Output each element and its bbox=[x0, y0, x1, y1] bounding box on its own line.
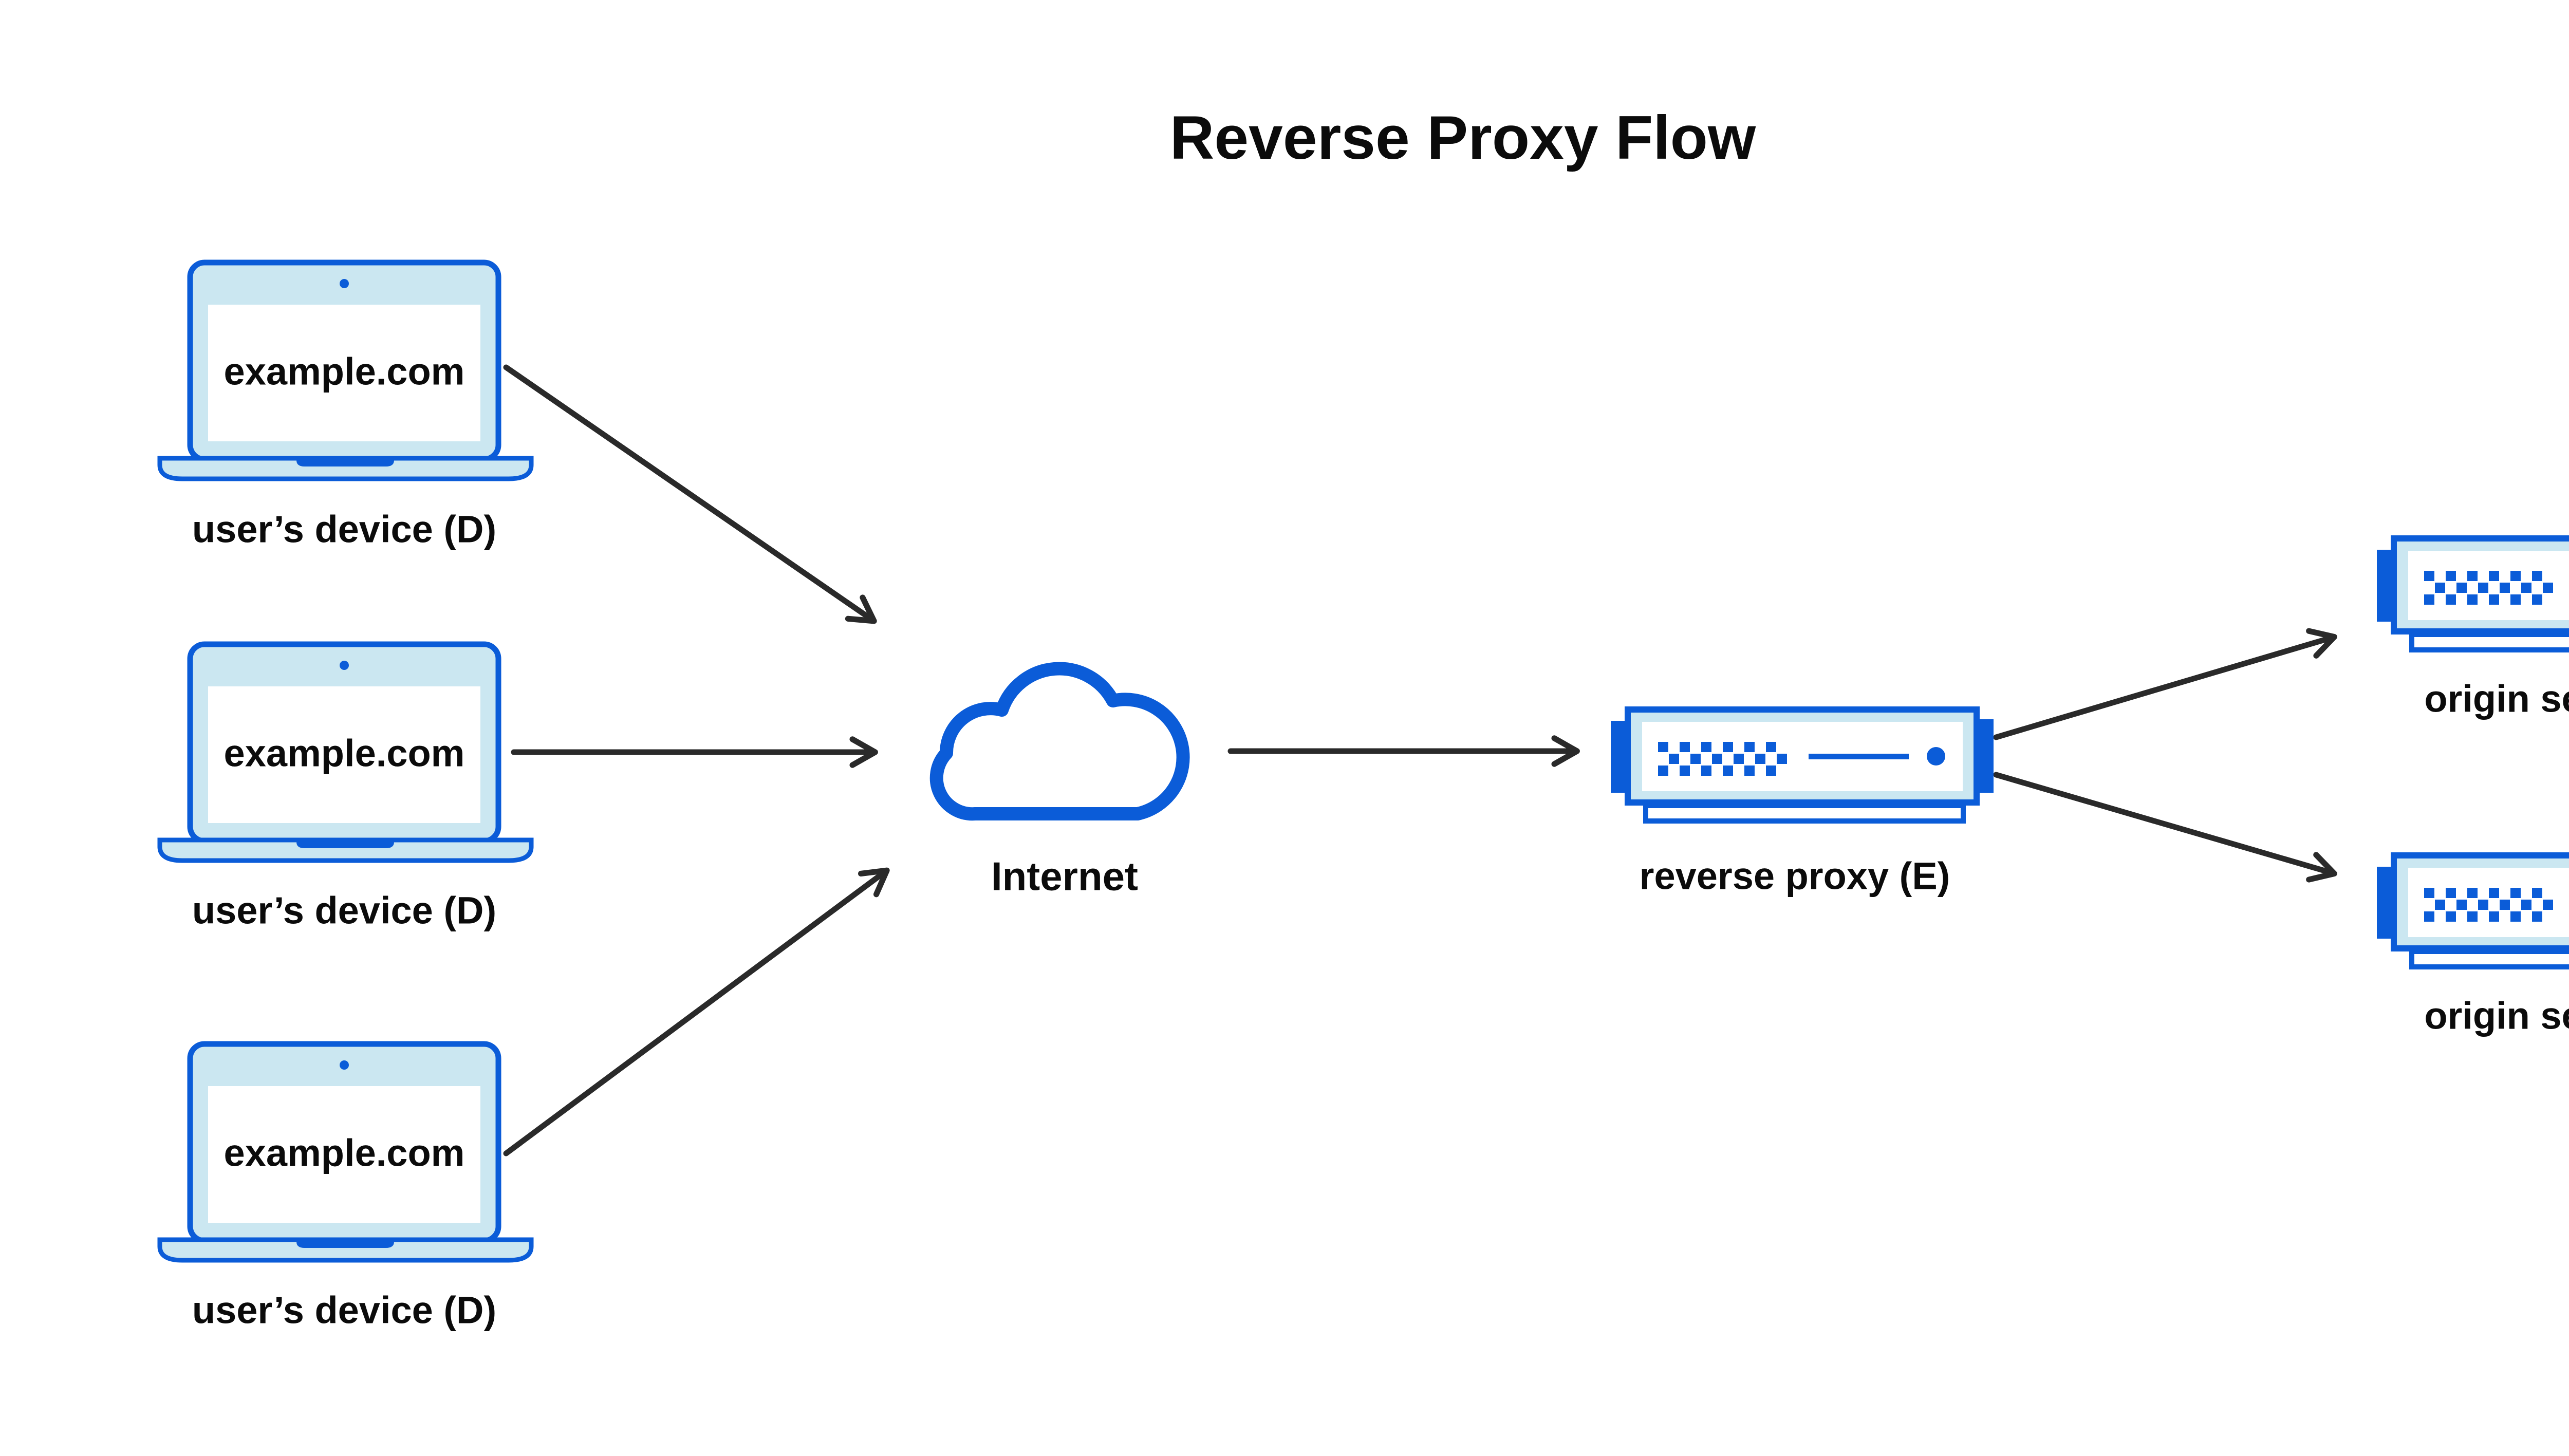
arrow-proxy-to-origin1 bbox=[1993, 628, 2337, 740]
device-label: user’s device (D) bbox=[192, 889, 497, 932]
device-label: user’s device (D) bbox=[192, 1289, 497, 1332]
origin-server-label: origin server (F) bbox=[2424, 994, 2569, 1037]
server-icon bbox=[1611, 705, 1994, 824]
device-screen-text: example.com bbox=[224, 1131, 465, 1174]
arrow-proxy-to-origin2 bbox=[1993, 772, 2337, 883]
device-label: user’s device (D) bbox=[192, 508, 497, 551]
arrow-device1-to-internet bbox=[503, 364, 877, 624]
device-screen-text: example.com bbox=[224, 732, 465, 775]
reverse-proxy-label: reverse proxy (E) bbox=[1639, 854, 1950, 898]
device-screen-text: example.com bbox=[224, 350, 465, 393]
arrow-device3-to-internet bbox=[503, 867, 890, 1156]
internet-label: Internet bbox=[991, 853, 1139, 899]
server-icon bbox=[2377, 851, 2569, 969]
origin-server-label: origin server (F) bbox=[2424, 677, 2569, 720]
cloud-icon bbox=[920, 651, 1202, 827]
server-icon bbox=[2377, 534, 2569, 652]
page-title: Reverse Proxy Flow bbox=[1169, 103, 1756, 172]
